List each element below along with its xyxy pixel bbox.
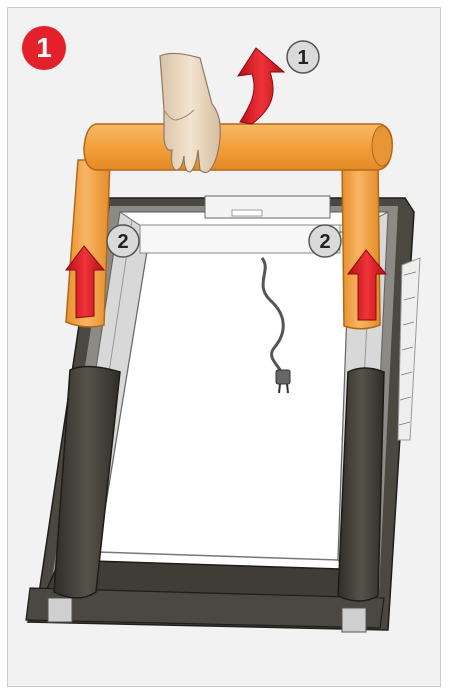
step-number-badge: 1: [22, 26, 66, 70]
callout-slide-right: 2: [309, 225, 341, 257]
callout-lift-number: 1: [297, 47, 308, 69]
callout-lift: 1: [287, 41, 319, 73]
hinge-left-icon: [48, 598, 72, 622]
curved-arrow-up-icon: [238, 48, 284, 124]
callout-slide-left-number: 2: [117, 231, 128, 253]
callout-slide-left: 2: [107, 225, 139, 257]
hinge-right-icon: [342, 608, 366, 632]
callout-slide-right-number: 2: [319, 231, 330, 253]
measuring-strip: [398, 258, 420, 440]
